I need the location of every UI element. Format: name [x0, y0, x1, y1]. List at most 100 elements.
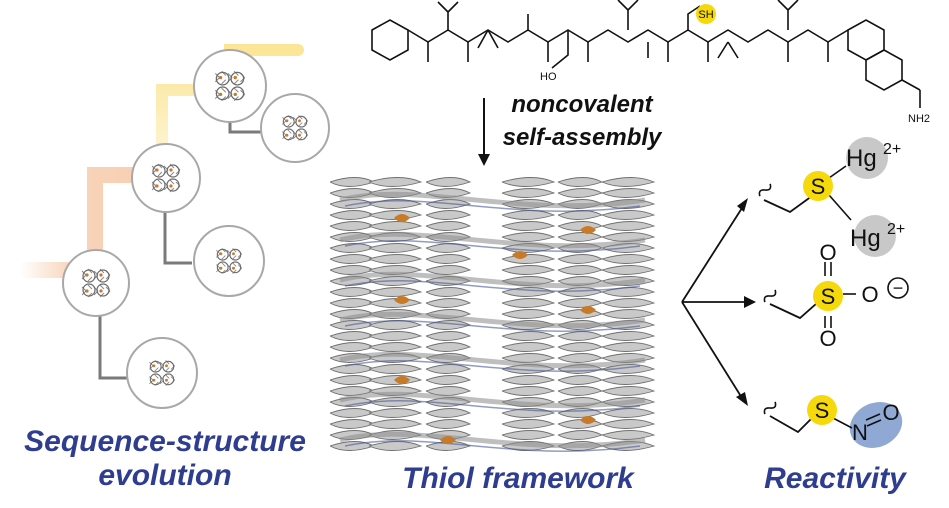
evolution-caption-line-1: Sequence-structure [24, 425, 306, 458]
helix-turn [329, 254, 376, 264]
helix-turn [329, 210, 376, 220]
tree-node-2 [131, 143, 201, 213]
helix-turn [368, 221, 423, 231]
helix-turn [557, 177, 604, 187]
sulfur-atom [807, 395, 837, 425]
helix-turn [601, 430, 656, 440]
assembly-line-2: self-assembly [502, 124, 662, 151]
helix-turn [425, 342, 472, 352]
helix-turn [501, 188, 556, 198]
side-chains [477, 5, 739, 69]
framework-linker [339, 231, 646, 249]
evolution-caption: Sequence-structure evolution [10, 425, 320, 493]
p2-s-label: S [821, 284, 836, 309]
helix-turn [501, 254, 556, 264]
sulfur-atom [813, 281, 843, 311]
helix-turn [501, 265, 556, 275]
hg-bottom-blob [854, 215, 896, 257]
framework-linker [339, 351, 646, 369]
helix-turn [601, 375, 656, 385]
helix-turn [601, 419, 656, 429]
helix-turn [601, 188, 656, 198]
pyridine-middle-ring [847, 19, 885, 61]
leucine-side-chains [437, 0, 799, 30]
reactivity-branches [681, 198, 756, 406]
helix-turn [425, 287, 472, 297]
helix-turn [501, 419, 556, 429]
helix-turn [557, 188, 604, 198]
tree-node-3 [193, 49, 267, 123]
helix-turn [329, 419, 376, 429]
nh2-label: NH2 [908, 113, 930, 125]
framework-linker [339, 431, 646, 449]
helix-turn [329, 331, 376, 341]
helix-turn [557, 221, 604, 231]
helix-turn [425, 177, 472, 187]
helix-turn [501, 375, 556, 385]
tree-node-leaf-bottom [126, 337, 198, 409]
assembly-line-1: noncovalent [511, 91, 653, 118]
helix-turn [425, 265, 472, 275]
backbone [407, 29, 849, 43]
framework-linker-edge [344, 280, 641, 292]
framework-linker-edge [344, 400, 641, 412]
helix-turn [425, 254, 472, 264]
helix-turn [601, 309, 656, 319]
framework-column [557, 177, 604, 451]
p2-o-bottom: O [819, 326, 836, 351]
helix-turn [557, 419, 604, 429]
helix-turn [557, 298, 604, 308]
thiol-site [394, 296, 410, 304]
helix-turn [425, 298, 472, 308]
pyridine-left-ring [371, 19, 409, 61]
helix-turn [368, 408, 423, 418]
helix-turn [557, 375, 604, 385]
p3-s-label: S [815, 398, 830, 423]
helix-turn [557, 430, 604, 440]
framework-linker [339, 311, 646, 329]
product-nitroso [763, 395, 903, 448]
assembly-step-label: noncovalent self-assembly [482, 88, 682, 154]
helix-turn [329, 298, 376, 308]
product-sulfonate [763, 262, 909, 328]
helix-turn [368, 254, 423, 264]
thiol-site [394, 376, 410, 384]
helix-turn [501, 210, 556, 220]
tree-node-leaf-top [260, 93, 330, 163]
framework-caption: Thiol framework [402, 462, 634, 495]
helix-turn [501, 298, 556, 308]
assembly-arrow [478, 98, 490, 166]
helix-turn [601, 386, 656, 396]
helix-turn [329, 364, 376, 374]
helix-turn [425, 419, 472, 429]
sulfur-atom [803, 171, 833, 201]
p2-minus: − [893, 278, 904, 298]
evolution-tree [12, 44, 330, 409]
helix-turn [368, 331, 423, 341]
carbonyls [427, 42, 829, 62]
peptide-structure [371, 0, 921, 108]
thiol-framework [329, 177, 656, 452]
helix-turn [425, 210, 472, 220]
helix-turn [368, 342, 423, 352]
helix-turn [501, 430, 556, 440]
helix-turn [601, 331, 656, 341]
helix-turn [368, 364, 423, 374]
framework-linker-edge [344, 360, 641, 372]
helix-turn [425, 375, 472, 385]
framework-column [425, 177, 472, 451]
helix-turn [557, 254, 604, 264]
helix-turn [601, 408, 656, 418]
framework-linker [339, 391, 646, 409]
thiol-site [394, 214, 410, 222]
helix-turn [501, 177, 556, 187]
hg-top-blob [846, 137, 888, 179]
framework-linker-edge [344, 440, 641, 452]
helix-turn [425, 331, 472, 341]
thiol-site [440, 436, 456, 444]
p1-hg-top-charge: 2+ [883, 141, 901, 158]
helix-turn [557, 331, 604, 341]
p1-hg-top: Hg [846, 145, 877, 172]
